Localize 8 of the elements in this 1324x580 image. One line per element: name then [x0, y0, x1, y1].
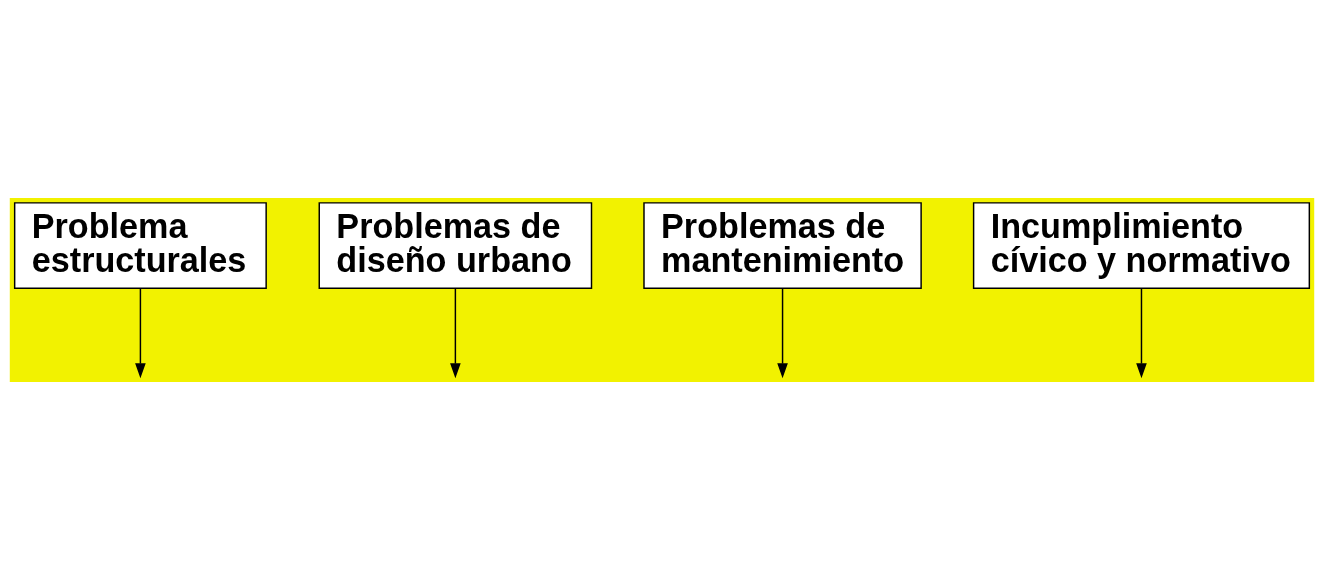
arrow [777, 287, 788, 379]
arrow [450, 287, 461, 379]
arrow [1136, 287, 1147, 379]
node-box: Problemas de diseño urbano [318, 202, 593, 290]
node-box: Problema estructurales [13, 202, 267, 290]
arrow [135, 287, 146, 379]
node-box: Problemas de mantenimiento [643, 202, 922, 290]
node-box: Incumplimiento cívico y normativo [972, 202, 1311, 290]
